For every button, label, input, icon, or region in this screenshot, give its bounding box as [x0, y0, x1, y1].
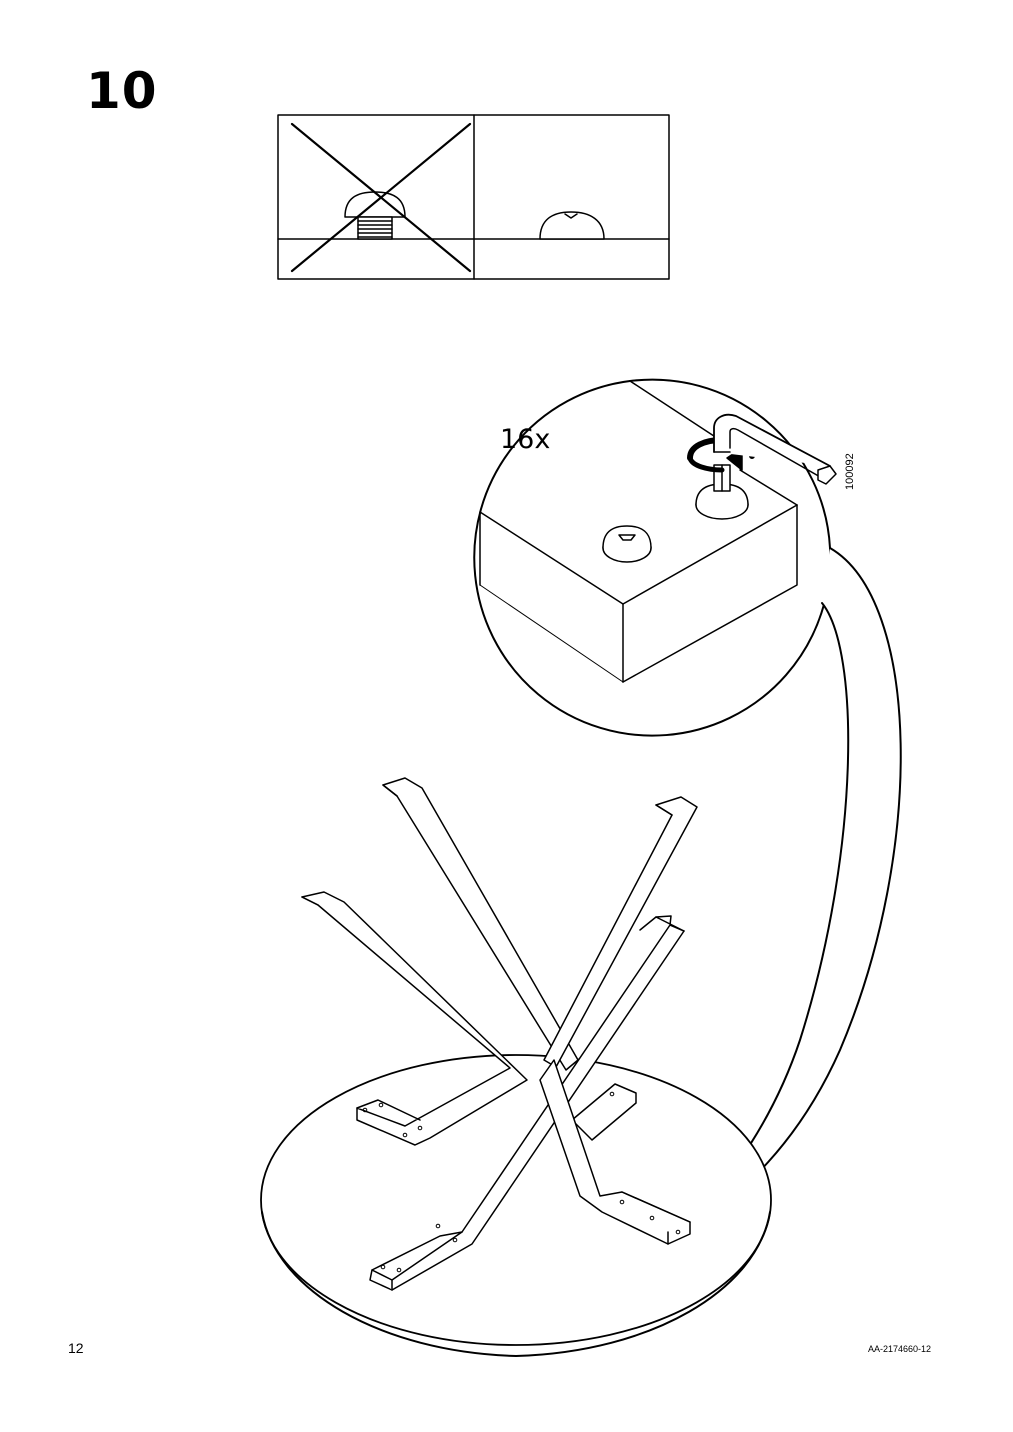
- incorrect-glide: [344, 191, 406, 240]
- table-legs: [301, 777, 698, 1291]
- page-number: 12: [68, 1340, 84, 1356]
- comparison-panel: [277, 114, 670, 280]
- quantity-label: 16x: [500, 424, 550, 455]
- correct-glide: [539, 211, 605, 240]
- step-number: 10: [86, 62, 158, 120]
- table-top: [260, 1054, 772, 1357]
- cross-out-icon: [290, 122, 472, 273]
- leg-end-block: [479, 380, 798, 683]
- glide-in-progress: [695, 464, 749, 520]
- glide-installed: [602, 525, 652, 563]
- document-code: AA-2174660-12: [868, 1344, 932, 1354]
- detail-callout: 16x 100092: [473, 378, 902, 1229]
- part-number-label: 100092: [844, 453, 856, 490]
- screw-holes: [362, 1091, 681, 1273]
- hex-key-icon: [713, 413, 837, 485]
